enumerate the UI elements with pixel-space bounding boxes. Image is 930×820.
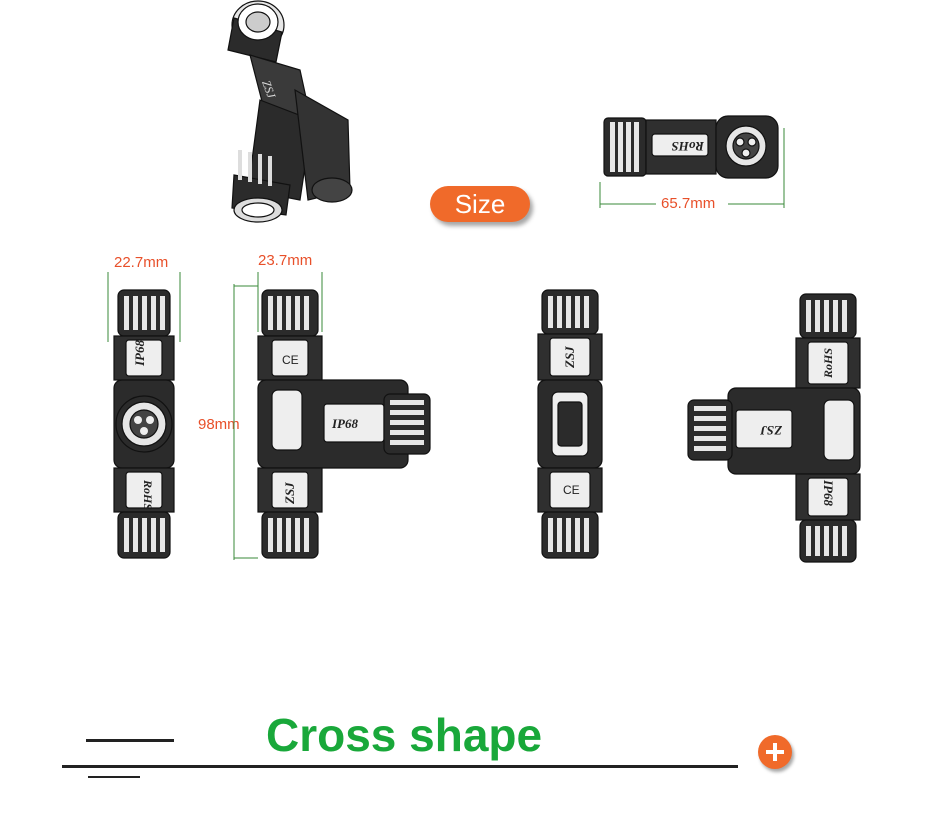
size-badge: Size: [430, 186, 530, 222]
connector-isometric-image: ZSJ: [227, 0, 353, 223]
ip68-label-side: IP68: [331, 416, 359, 431]
expand-plus-button[interactable]: [758, 735, 792, 769]
zsj-label: ZSJ: [282, 482, 297, 505]
length-dimension-label: 65.7mm: [661, 195, 716, 212]
connector-back-view-image: ZSJ CE: [537, 289, 603, 559]
connector-front-view-image: IP68 RoHS: [107, 272, 181, 559]
section-title: Cross shape: [266, 709, 543, 761]
ip68-label: IP68: [132, 340, 147, 368]
title-rule-short-top: [86, 739, 174, 742]
rohs-label-mirrored: RoHS: [821, 348, 835, 379]
rohs-label: RoHS: [671, 139, 705, 154]
title-rule-long: [62, 765, 738, 768]
width-b-dimension-label: 23.7mm: [258, 252, 313, 269]
svg-text:ZSJ: ZSJ: [259, 78, 279, 100]
ce-mark-back: CE: [563, 483, 580, 497]
zsj-label-back: ZSJ: [562, 346, 577, 369]
connector-t-view-image: CE IP68 ZSJ: [233, 272, 431, 560]
zsj-label-mirrored: ZSJ: [760, 423, 783, 438]
ip68-label-mirrored: IP68: [821, 479, 836, 507]
rohs-label-front: RoHS: [141, 479, 155, 510]
width-a-dimension-label: 22.7mm: [114, 254, 169, 271]
connector-mirrored-t-view-image: RoHS ZSJ IP68: [687, 293, 861, 563]
height-dimension-label: 98mm: [198, 416, 240, 433]
connector-side-view-image: RoHS: [599, 115, 785, 208]
title-rule-short-bottom: [88, 776, 140, 778]
ce-mark: CE: [282, 353, 299, 367]
